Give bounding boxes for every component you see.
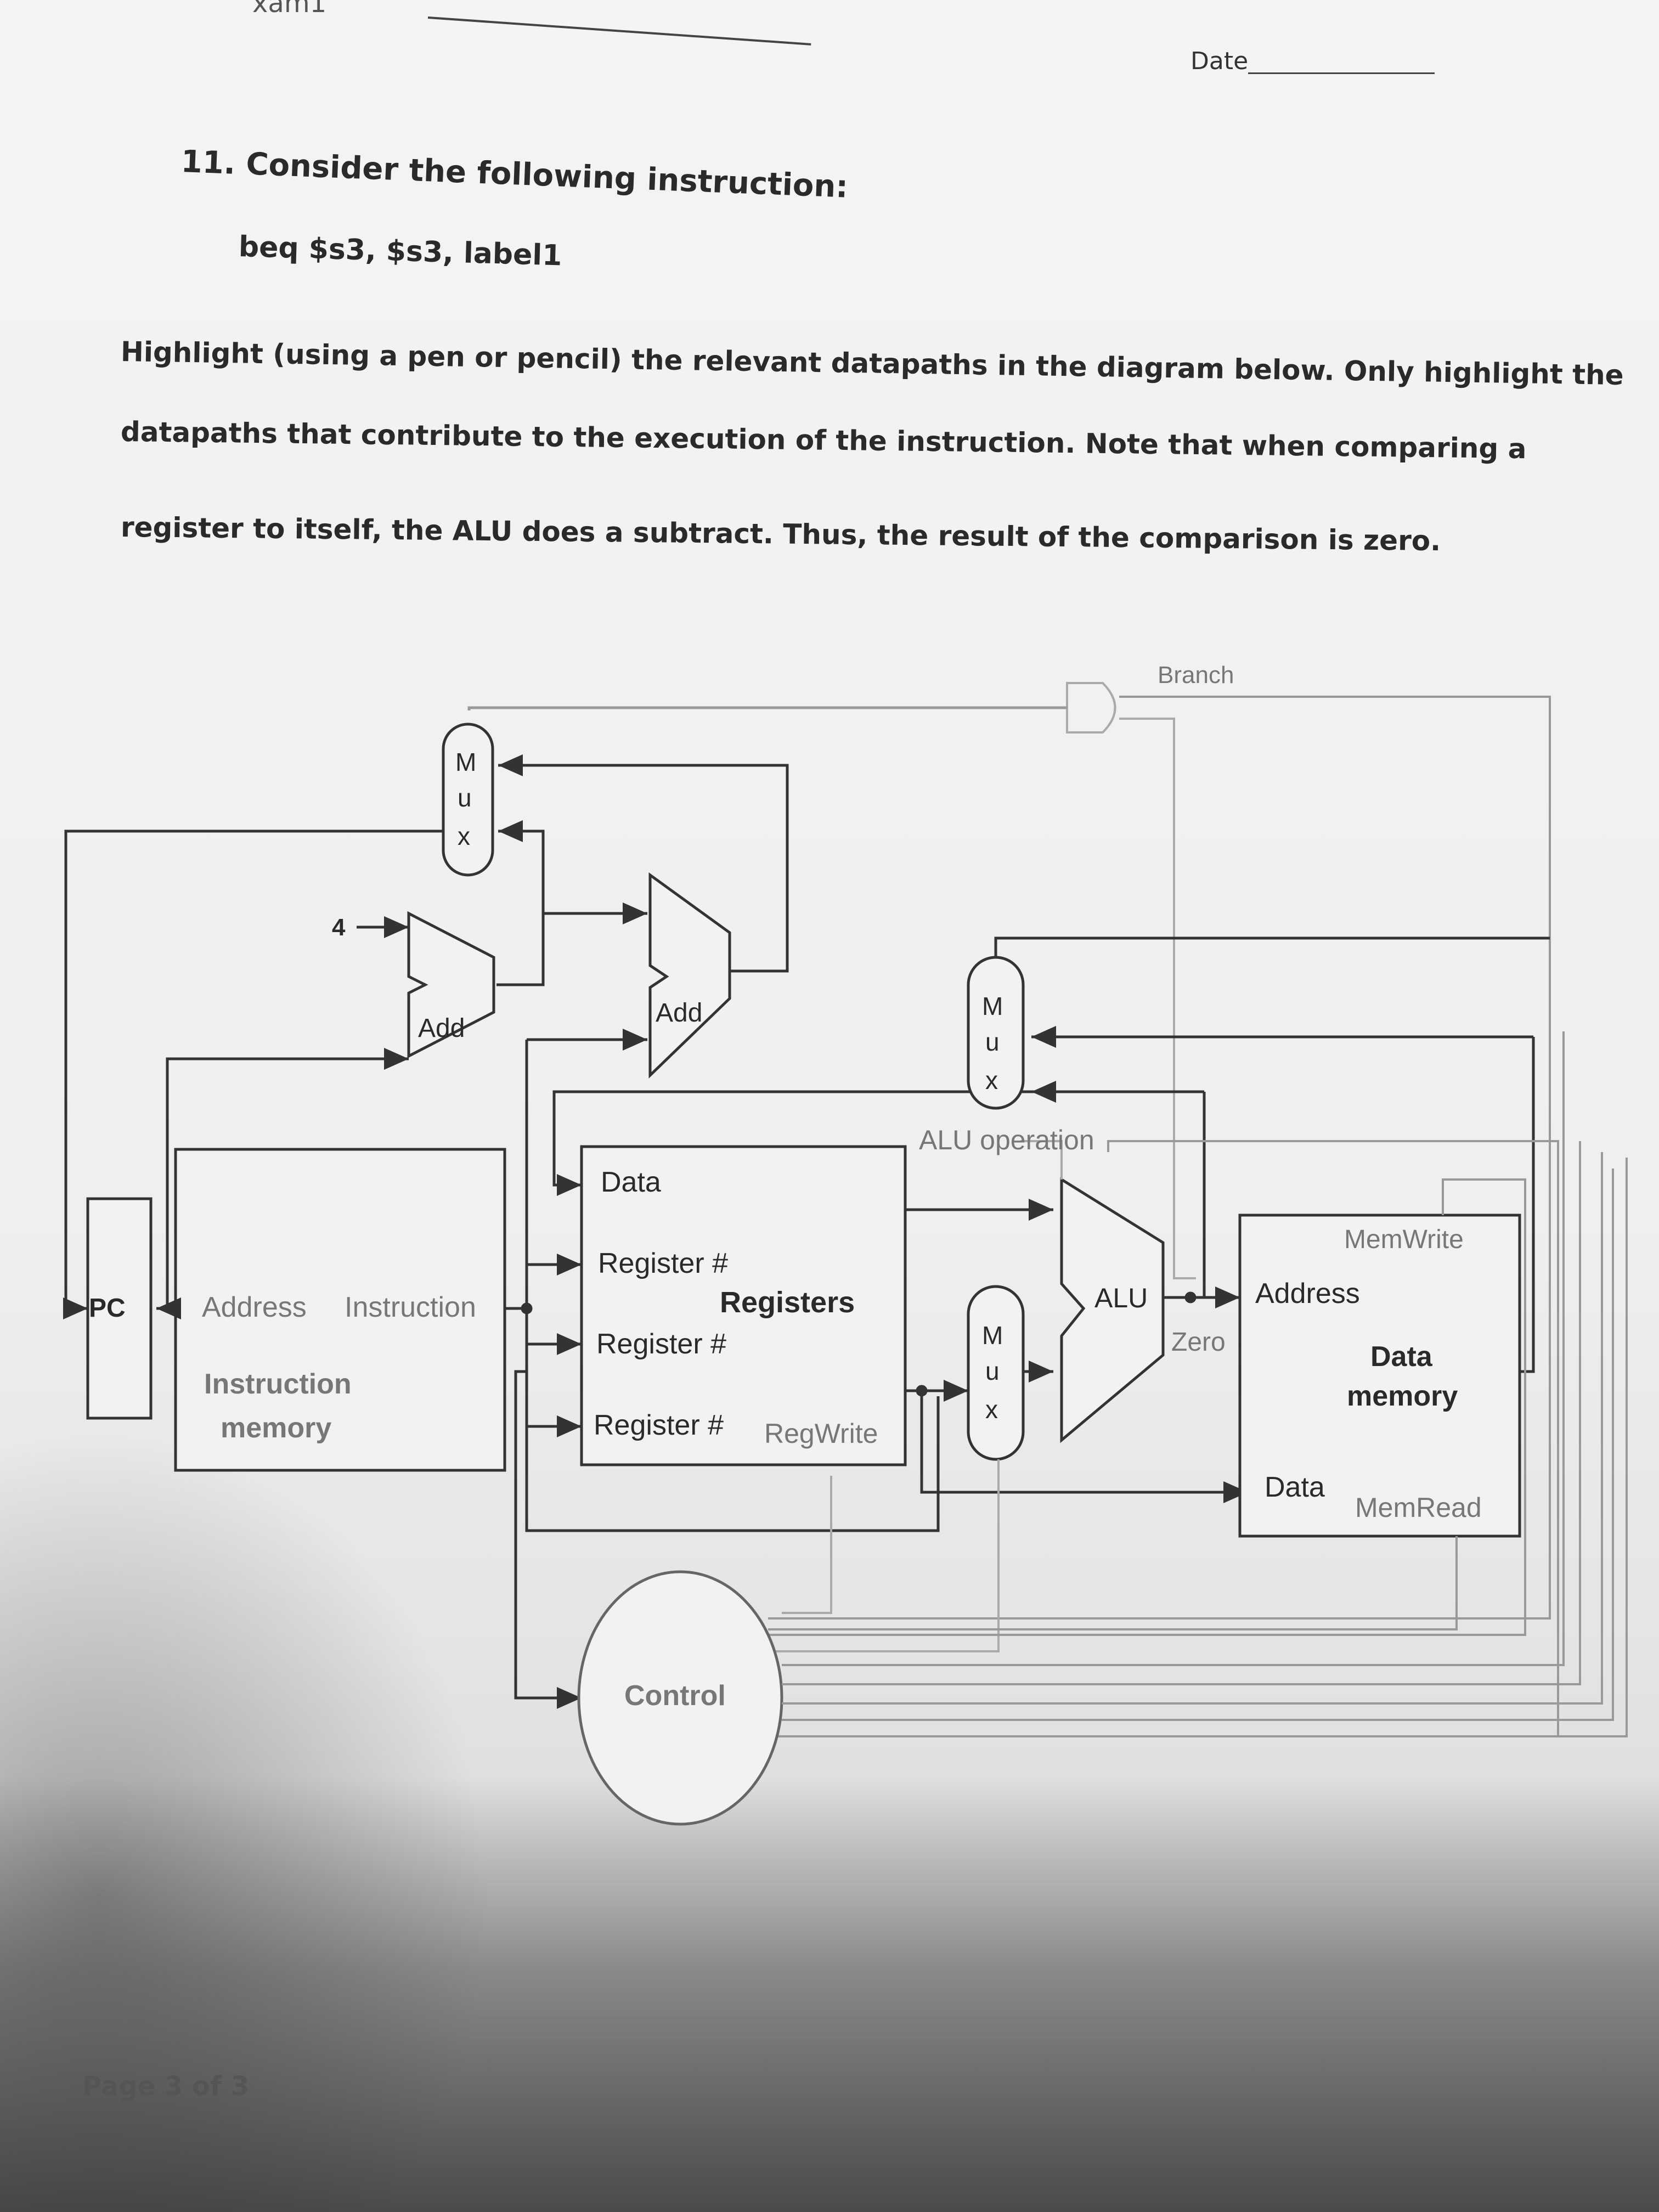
alu	[1060, 1177, 1165, 1443]
instruction-memory-label-1: Instruction	[204, 1368, 352, 1400]
mux-top-x: x	[458, 822, 470, 850]
mux-low-m: M	[982, 1321, 1003, 1350]
dm-address-label: Address	[1255, 1278, 1360, 1310]
branch-and-gate	[1066, 682, 1116, 733]
mux-low-x: x	[985, 1395, 998, 1424]
register-1-label: Register #	[598, 1248, 728, 1279]
date-underline	[1248, 72, 1435, 74]
const-four: 4	[332, 914, 346, 941]
mux-top	[442, 723, 494, 877]
registers-label: Registers	[720, 1286, 855, 1319]
data-memory-label-1: Data	[1370, 1341, 1433, 1373]
data-memory-label-2: memory	[1347, 1380, 1458, 1412]
instruction-out-label: Instruction	[345, 1291, 476, 1323]
mux-top-m: M	[455, 748, 476, 776]
regwrite-label: RegWrite	[764, 1418, 878, 1449]
add2-label: Add	[656, 998, 702, 1028]
branch-label: Branch	[1158, 662, 1234, 689]
instruction-memory-label-2: memory	[221, 1412, 331, 1444]
control-unit	[577, 1570, 783, 1826]
alu-operation-label: ALU operation	[919, 1125, 1094, 1155]
memwrite-label: MemWrite	[1344, 1225, 1464, 1254]
adder-1	[407, 911, 495, 1059]
data-memory	[1238, 1214, 1521, 1538]
pc-register	[86, 1197, 153, 1420]
shadow-overlay-bottom	[0, 1778, 1659, 2212]
mux-mid-x: x	[985, 1066, 998, 1094]
data-in-label: Data	[601, 1166, 661, 1198]
add1-label: Add	[418, 1014, 465, 1043]
address-label: Address	[202, 1291, 307, 1323]
exam-mark: xam1	[252, 0, 327, 19]
mux-mid-u: u	[985, 1028, 1000, 1056]
alu-label: ALU	[1094, 1283, 1148, 1313]
mux-low-u: u	[985, 1357, 1000, 1385]
dm-data-label: Data	[1265, 1471, 1325, 1503]
zero-label: Zero	[1171, 1328, 1226, 1357]
memread-label: MemRead	[1355, 1492, 1482, 1523]
register-file	[580, 1145, 907, 1466]
mux-mid-m: M	[982, 992, 1003, 1020]
mux-top-u: u	[458, 783, 472, 812]
date-label: Date	[1190, 47, 1249, 75]
register-3-label: Register #	[594, 1409, 724, 1441]
register-2-label: Register #	[596, 1328, 726, 1360]
control-label: Control	[624, 1680, 726, 1712]
adder-2	[648, 872, 731, 1079]
page-number: Page 3 of 3	[82, 2071, 249, 2102]
pc-label: PC	[89, 1294, 126, 1323]
